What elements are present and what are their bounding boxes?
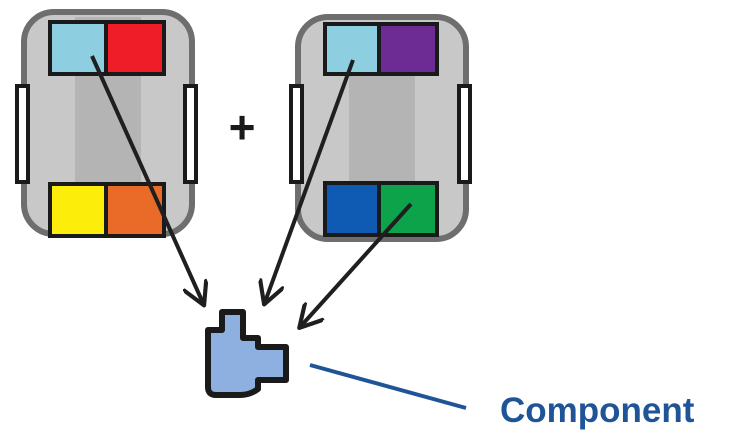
card-left-left-handle	[15, 84, 30, 184]
card-right	[289, 14, 472, 242]
component-shape	[205, 309, 289, 398]
plus-sign: +	[228, 101, 256, 153]
arrow-right-top-left-to-component	[265, 59, 355, 302]
card-right-cell-top-right	[377, 22, 439, 76]
card-left-cell-top-right	[104, 20, 166, 76]
card-left-cell-bottom-left	[48, 182, 108, 238]
arrow-left-top-left-to-component	[90, 55, 203, 303]
card-right-left-handle	[289, 84, 304, 184]
card-right-cell-bottom-left	[323, 181, 381, 237]
card-left	[15, 9, 198, 238]
component-label: Component	[500, 391, 695, 430]
card-left-cell-bottom-right	[104, 182, 166, 238]
card-right-right-handle	[457, 84, 472, 184]
component-label-line	[309, 363, 467, 410]
arrow-right-bottom-right-to-component	[301, 202, 413, 326]
card-left-right-handle	[183, 84, 198, 184]
